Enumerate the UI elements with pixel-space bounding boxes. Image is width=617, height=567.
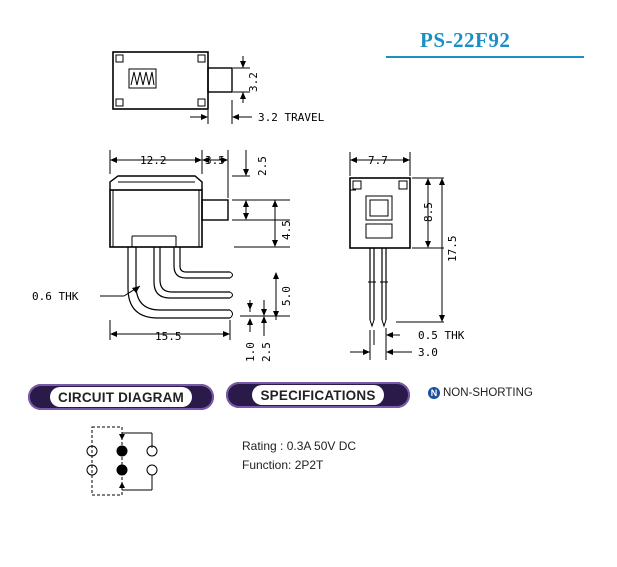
part-number: PS-22F92 bbox=[420, 28, 511, 52]
dim-pin-b: 2.5 bbox=[260, 342, 273, 362]
non-shorting-text: NON-SHORTING bbox=[443, 387, 533, 399]
circuit-diagram-title: CIRCUIT DIAGRAM bbox=[50, 387, 192, 407]
dim-front-width: 7.7 bbox=[368, 154, 388, 167]
non-shorting-label: N NON-SHORTING bbox=[428, 387, 533, 399]
top-view-outline bbox=[112, 51, 252, 124]
dim-front-upper: 8.5 bbox=[422, 202, 435, 222]
circuit-diagram-heading: CIRCUIT DIAGRAM bbox=[28, 384, 214, 410]
dim-front-thickness: 0.5 THK bbox=[418, 329, 465, 342]
dim-side-length: 15.5 bbox=[155, 330, 182, 343]
side-view-outline bbox=[100, 150, 290, 340]
dim-top-height: 3.2 bbox=[247, 72, 260, 92]
title-underline bbox=[386, 56, 584, 58]
spec-function: Function: 2P2T bbox=[242, 458, 324, 472]
dim-front-pitch: 3.0 bbox=[418, 346, 438, 359]
dim-side-width: 12.2 bbox=[140, 154, 167, 167]
specifications-title: SPECIFICATIONS bbox=[252, 385, 384, 405]
circuit-diagram bbox=[86, 426, 158, 496]
specifications-heading: SPECIFICATIONS bbox=[226, 382, 410, 408]
spec-rating: Rating : 0.3A 50V DC bbox=[242, 439, 357, 453]
dim-side-top: 2.5 bbox=[256, 156, 269, 176]
dim-pin-a: 1.0 bbox=[244, 342, 257, 362]
dim-front-total: 17.5 bbox=[446, 236, 459, 263]
non-shorting-icon: N bbox=[428, 387, 440, 399]
dim-pin-pitch: 5.0 bbox=[280, 286, 293, 306]
dim-side-body: 4.5 bbox=[280, 220, 293, 240]
dim-travel: 3.2 TRAVEL bbox=[258, 111, 325, 124]
dim-side-thickness: 0.6 THK bbox=[32, 290, 79, 303]
dim-actuator: 3.5 bbox=[205, 154, 225, 167]
front-view-outline bbox=[349, 152, 444, 360]
